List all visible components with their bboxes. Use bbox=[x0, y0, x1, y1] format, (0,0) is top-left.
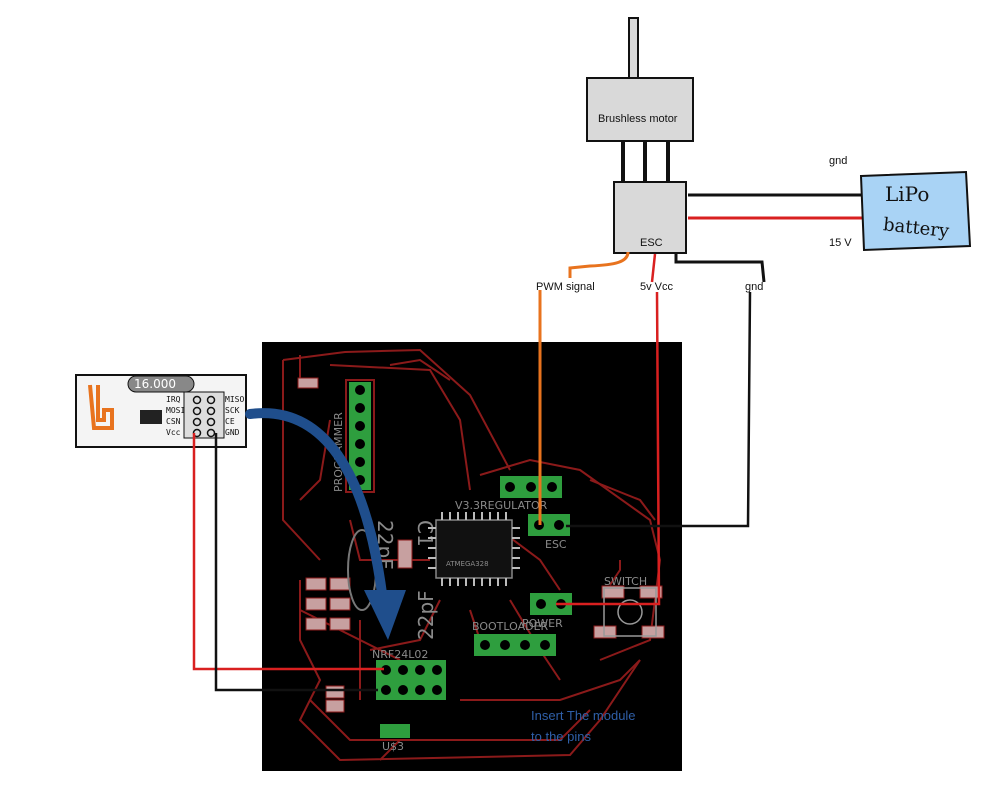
antenna-icon bbox=[88, 384, 114, 430]
bootloader-pads bbox=[474, 634, 556, 656]
pwm-wire-top bbox=[568, 251, 630, 278]
vcc-label: 5v Vcc bbox=[640, 281, 674, 293]
lipo-battery: LiPo battery bbox=[859, 170, 972, 252]
power-pads bbox=[530, 593, 572, 615]
battery-gnd-label: gnd bbox=[829, 155, 847, 167]
module-pin-irq: IRQ bbox=[166, 395, 181, 404]
crystal-label: 16.000 bbox=[134, 377, 176, 391]
power-label: POWER bbox=[522, 617, 563, 630]
module-gnd-wire bbox=[214, 433, 378, 692]
esc-header-label: ESC bbox=[545, 538, 567, 551]
vcc-wire bbox=[556, 291, 661, 606]
u3-label: U$3 bbox=[382, 740, 404, 753]
battery-line1: LiPo bbox=[885, 182, 929, 206]
esc-label: ESC bbox=[640, 237, 663, 249]
regulator-label: V3.3REGULATOR bbox=[455, 499, 548, 512]
mcu-chip bbox=[428, 512, 520, 586]
motor-label: Brushless motor bbox=[598, 113, 678, 125]
note-line1: Insert The module bbox=[531, 708, 636, 723]
insert-arrow-head bbox=[364, 590, 406, 640]
programmer-header bbox=[345, 379, 375, 493]
regulator-pads bbox=[500, 476, 562, 498]
battery-voltage-label: 15 V bbox=[829, 237, 852, 249]
pwm-signal-label: PWM signal bbox=[536, 281, 595, 293]
module-vcc-wire bbox=[192, 433, 384, 671]
gnd-wire bbox=[566, 291, 752, 528]
gnd-wire-top bbox=[674, 254, 766, 283]
brushless-motor: Brushless motor bbox=[586, 17, 694, 184]
vcc-wire-top bbox=[650, 253, 657, 283]
esc-block: ESC bbox=[613, 181, 687, 254]
module-pin-mosi: MOSI bbox=[166, 406, 185, 415]
mcu-label: ATMEGA328 bbox=[446, 560, 489, 568]
c1-label: C1 bbox=[413, 520, 437, 547]
module-pin-ce: CE bbox=[225, 417, 235, 426]
smd-pads bbox=[297, 377, 665, 713]
gnd-label: gnd bbox=[745, 281, 763, 293]
module-pin-vcc: Vcc bbox=[166, 428, 181, 437]
module-chip bbox=[140, 410, 162, 424]
switch-label: SWITCH bbox=[604, 575, 647, 588]
note-line2: to the pins bbox=[531, 729, 591, 744]
cap-right-label: 22pF bbox=[414, 590, 438, 640]
module-pin-sck: SCK bbox=[225, 406, 240, 415]
u3-pads bbox=[380, 724, 410, 738]
nrf-label: NRF24L02 bbox=[372, 648, 428, 661]
module-pin-miso: MISO bbox=[225, 395, 244, 404]
insert-arrow bbox=[245, 408, 389, 615]
module-pin-gnd: GND bbox=[225, 428, 240, 437]
module-pin-csn: CSN bbox=[166, 417, 181, 426]
esc-header-pads bbox=[528, 514, 570, 536]
nrf-pads bbox=[376, 660, 446, 700]
bootloader-label: BOOTLOADER bbox=[472, 620, 549, 633]
pcb-switch bbox=[603, 587, 657, 637]
